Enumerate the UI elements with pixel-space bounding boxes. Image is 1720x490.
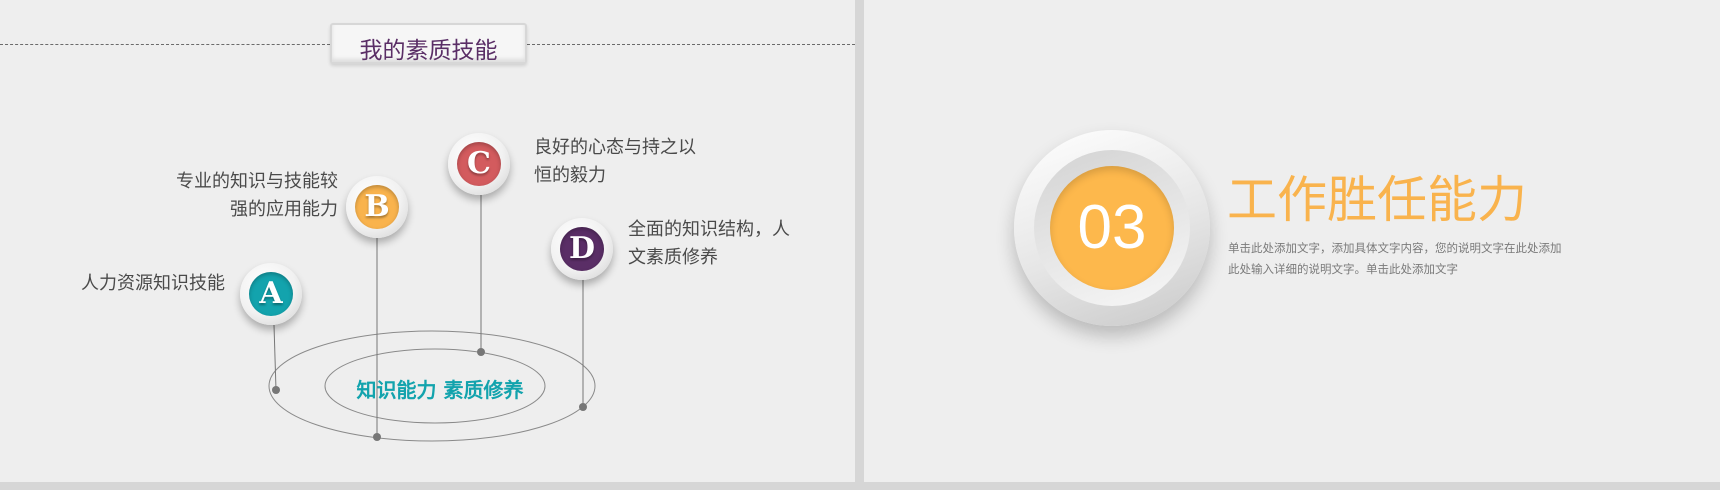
right-slide: 03 工作胜任能力 单击此处添加文字，添加具体文字内容，您的说明文字在此处添加 … [864, 0, 1720, 482]
description-line-2: 此处输入详细的说明文字。单击此处添加文字 [1228, 262, 1458, 276]
connector-dot-c [477, 348, 485, 356]
badge-c: C [448, 133, 510, 195]
orbit-diagram [268, 195, 596, 442]
badge-d-letter: D [560, 227, 604, 271]
number-ring: 03 [1014, 130, 1210, 326]
description-line-1: 单击此处添加文字，添加具体文字内容，您的说明文字在此处添加 [1228, 241, 1562, 255]
label-d-line-1: 全面的知识结构，人 [628, 219, 790, 240]
label-a: 人力资源知识技能 [30, 270, 225, 298]
label-b: 专业的知识与技能较 强的应用能力 [120, 168, 338, 224]
number-disc: 03 [1050, 166, 1174, 290]
connector-dot-d [579, 403, 587, 411]
number-ring-inner: 03 [1034, 150, 1190, 306]
label-c-line-1: 良好的心态与持之以 [534, 137, 696, 158]
label-b-line-2: 强的应用能力 [230, 199, 338, 220]
inner-orbit [324, 348, 546, 424]
section-number: 03 [1077, 193, 1147, 262]
dashed-divider-left [0, 44, 330, 45]
connector-dot-b [373, 433, 381, 441]
badge-d: D [551, 218, 613, 280]
label-c: 良好的心态与持之以 恒的毅力 [534, 134, 696, 190]
label-b-line-1: 专业的知识与技能较 [176, 171, 338, 192]
badge-b: B [346, 176, 408, 238]
section-description: 单击此处添加文字，添加具体文字内容，您的说明文字在此处添加 此处输入详细的说明文… [1228, 238, 1588, 280]
badge-c-letter: C [457, 142, 501, 186]
badge-b-letter: B [355, 185, 399, 229]
label-d-line-2: 文素质修养 [628, 247, 718, 268]
label-c-line-2: 恒的毅力 [534, 165, 606, 186]
connector-dot-a [272, 386, 280, 394]
label-a-line-1: 人力资源知识技能 [81, 273, 225, 294]
center-label: 知识能力 素质修养 [356, 378, 524, 402]
dashed-divider-right [527, 44, 855, 45]
outer-orbit [268, 330, 596, 442]
connector-line-a [273, 324, 277, 391]
section-title: 我的素质技能 [359, 38, 498, 64]
label-d: 全面的知识结构，人 文素质修养 [628, 216, 790, 272]
badge-a: A [240, 263, 302, 325]
section-title-box: 我的素质技能 [330, 23, 527, 64]
section-heading: 工作胜任能力 [1227, 171, 1527, 229]
left-slide: 我的素质技能 知识能力 素质修养 A 人力资源知识技能 B 专业的知识与技能较 … [0, 0, 855, 482]
badge-a-letter: A [249, 272, 293, 316]
